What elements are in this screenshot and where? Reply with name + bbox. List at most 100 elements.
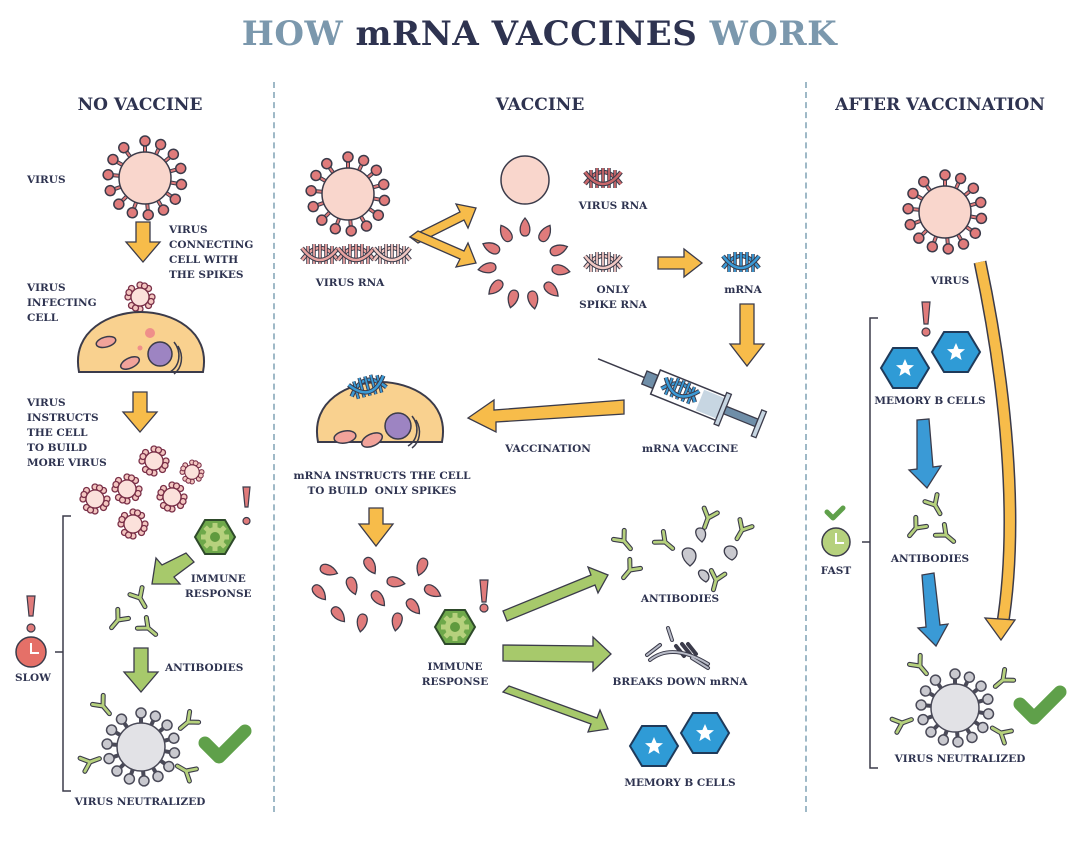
label-virus-rna-top: VIRUS RNA <box>578 200 648 212</box>
small-check-icon <box>824 505 846 521</box>
down-arrow-icon <box>728 303 766 368</box>
label-line: CELL WITH <box>169 254 239 266</box>
title-how: HOW <box>241 14 344 54</box>
down-arrow-icon <box>124 221 162 264</box>
label-memory-b-cells: MEMORY B CELLS <box>874 395 986 407</box>
down-arrow-icon <box>122 647 160 694</box>
label-only-spike-rna: ONLY SPIKE RNA <box>563 283 663 313</box>
page-title: HOW mRNA VACCINES WORK <box>0 14 1079 54</box>
title-work: WORK <box>709 14 838 54</box>
spikes-ring-icon <box>476 217 572 311</box>
antibodies-icon <box>904 495 958 547</box>
label-line: TO BUILD ONLY SPIKES <box>307 485 457 497</box>
check-icon <box>205 731 245 757</box>
split-arrows-icon <box>408 203 477 268</box>
antibodies-icon <box>106 588 160 640</box>
blue-down-arrow-icon <box>916 572 950 648</box>
heading-no-vaccine: NO VACCINE <box>77 95 203 115</box>
label-mrna-instructs: mRNA INSTRUCTS THE CELL TO BUILD ONLY SP… <box>282 469 482 499</box>
label-mrna-vaccine: mRNA VACCINE <box>642 443 738 455</box>
label-line: VIRUS <box>27 397 66 409</box>
arrow-to-memory-icon <box>501 685 609 733</box>
memory-b-cells-icon <box>880 331 981 389</box>
alert-icon <box>921 301 931 337</box>
label-immune-response: IMMUNE RESPONSE <box>410 660 500 690</box>
infected-cell-icon <box>76 311 206 375</box>
small-virus-icon <box>124 281 156 313</box>
label-virus: VIRUS <box>27 174 66 186</box>
label-immune-response: IMMUNE RESPONSE <box>185 572 252 602</box>
label-line: THE SPIKES <box>169 269 244 281</box>
heading-vaccine: VACCINE <box>495 95 585 115</box>
label-line: VIRUS <box>27 282 66 294</box>
column-divider-right <box>805 82 807 812</box>
antibodies-binding-spikes-icon <box>613 508 752 591</box>
heading-after-vaccination: AFTER VACCINATION <box>835 95 1045 115</box>
clock-fast-icon <box>821 527 851 557</box>
label-antibodies: ANTIBODIES <box>165 662 244 674</box>
label-memory-b-cells: MEMORY B CELLS <box>624 777 736 789</box>
down-arrow-icon <box>121 391 159 434</box>
label-virus-rna: VIRUS RNA <box>315 277 385 289</box>
virus-capsid-icon <box>500 155 550 205</box>
label-slow: SLOW <box>15 672 51 684</box>
label-line: INSTRUCTS <box>27 412 99 424</box>
column-divider-left <box>273 82 275 812</box>
label-virus-infecting: VIRUS INFECTING CELL <box>27 281 97 326</box>
label-virus-connecting: VIRUS CONNECTING CELL WITH THE SPIKES <box>169 223 253 283</box>
virus-icon <box>306 152 391 236</box>
arrow-to-antibodies-icon <box>502 565 609 622</box>
label-line: IMMUNE <box>190 573 246 585</box>
label-virus: VIRUS <box>930 275 970 287</box>
virus-rna-long-icon <box>302 244 410 264</box>
immune-cell-icon <box>194 519 236 555</box>
fast-bracket <box>862 317 878 769</box>
right-arrow-icon <box>657 247 704 279</box>
label-line: CELL <box>27 312 59 324</box>
label-line: CONNECTING <box>169 239 254 251</box>
virus-icon <box>103 136 188 220</box>
immune-arrow-icon <box>151 552 195 585</box>
virus-rna-icon <box>585 168 621 188</box>
broken-mrna-icon <box>645 626 710 670</box>
neutralized-virus-icon <box>80 695 199 786</box>
mrna-icon <box>723 252 759 272</box>
label-breaks-down-mrna: BREAKS DOWN mRNA <box>612 676 748 688</box>
check-icon <box>1020 692 1060 718</box>
neutralized-virus-icon <box>892 655 1014 747</box>
label-line: RESPONSE <box>421 676 489 688</box>
label-mrna: mRNA <box>724 284 762 296</box>
virus-icon <box>903 170 988 254</box>
spike-rna-icon <box>585 252 621 272</box>
cell-with-mrna-icon <box>315 372 445 449</box>
fast-path-arrow-icon <box>973 260 1017 642</box>
blue-down-arrow-icon <box>907 418 943 490</box>
immune-cell-icon <box>434 609 476 645</box>
label-line: MORE VIRUS <box>27 457 107 469</box>
alert-icon <box>242 486 251 526</box>
clock-slow-icon <box>15 636 47 668</box>
arrow-to-breakdown-icon <box>502 635 612 673</box>
memory-b-cells-icon <box>629 712 730 767</box>
label-line: RESPONSE <box>185 588 252 600</box>
slow-bracket <box>55 515 71 792</box>
label-virus-neutralized: VIRUS NEUTRALIZED <box>74 796 206 808</box>
label-antibodies: ANTIBODIES <box>640 593 720 605</box>
label-line: SPIKE RNA <box>579 299 647 311</box>
label-antibodies: ANTIBODIES <box>890 553 970 565</box>
label-virus-neutralized: VIRUS NEUTRALIZED <box>894 753 1026 765</box>
alert-icon <box>26 595 36 633</box>
label-line: VIRUS <box>169 224 208 236</box>
label-line: mRNA INSTRUCTS THE CELL <box>293 470 471 482</box>
down-arrow-icon <box>357 507 395 548</box>
syringe-icon <box>597 358 768 439</box>
label-line: ONLY <box>596 284 630 296</box>
label-line: THE CELL <box>27 427 88 439</box>
title-mrna-vaccines: mRNA VACCINES <box>355 14 698 54</box>
label-virus-instructs: VIRUS INSTRUCTS THE CELL TO BUILD MORE V… <box>27 396 107 471</box>
label-vaccination: VACCINATION <box>505 443 591 455</box>
label-line: INFECTING <box>27 297 97 309</box>
vaccination-arrow-icon <box>466 398 625 434</box>
produced-spikes-icon <box>309 554 444 634</box>
